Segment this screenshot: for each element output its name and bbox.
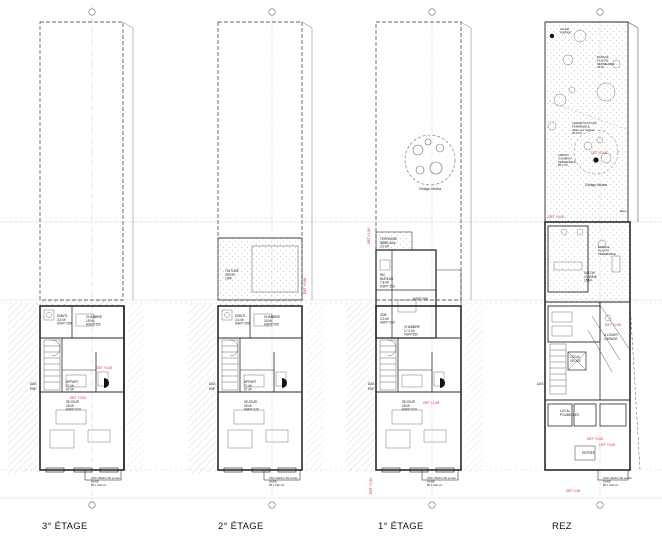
- building-outline: [39, 305, 125, 471]
- building-outline: [217, 305, 303, 471]
- plan-1er-etage: [346, 6, 483, 509]
- staircase: [221, 339, 239, 391]
- side-label: ENF: [30, 387, 36, 391]
- level-marker: DET +1,80: [367, 228, 371, 244]
- plan-2e-etage: [188, 6, 324, 509]
- furniture: [551, 228, 621, 337]
- level-marker: DET +3,00: [96, 366, 112, 370]
- tree-symbol: [404, 134, 456, 186]
- staircase: [43, 339, 61, 391]
- green-roof: [217, 237, 303, 301]
- level-marker: DET +0,00: [591, 151, 607, 155]
- furniture: [221, 309, 289, 449]
- level-marker: DET +1,80: [369, 478, 373, 494]
- neighbour-hatch-left: [8, 303, 38, 473]
- plan-rez: [544, 6, 641, 509]
- side-label: DAS: [209, 382, 216, 386]
- level-marker: DET +1,89: [423, 401, 439, 405]
- staircase: [379, 339, 397, 391]
- side-label: DAS: [368, 382, 375, 386]
- plan-title-1er-etage: 1° ÉTAGE: [378, 521, 424, 532]
- building-outline: [375, 305, 462, 471]
- plan-title-2e-etage: 2° ÉTAGE: [218, 521, 264, 532]
- side-label: ENF: [368, 387, 374, 391]
- neighbour-hatch-right: [127, 303, 145, 473]
- axis-marker: [268, 6, 276, 509]
- level-marker: DET +0,00: [599, 443, 615, 447]
- plan-3e-etage: [8, 6, 145, 509]
- side-label: DAS: [537, 382, 544, 386]
- plan-title-rez: REZ: [552, 521, 572, 532]
- level-marker: DET +0,02: [587, 437, 603, 441]
- room-label: ENTRÉE: [582, 450, 595, 455]
- level-marker: DET 0,00: [566, 489, 580, 493]
- garden-label: Banc: [620, 209, 627, 213]
- staircase: [549, 343, 567, 395]
- lot-outline: [375, 21, 462, 301]
- tree-label: Ginkgo biloba: [585, 183, 607, 187]
- tree-label: Ginkgo biloba: [419, 187, 441, 191]
- furniture: [379, 259, 447, 449]
- axis-marker: [88, 6, 96, 509]
- lot-outline: [39, 21, 124, 301]
- side-label: DAS: [30, 382, 37, 386]
- garden-plants: [547, 29, 621, 175]
- axis-marker: [428, 6, 436, 509]
- level-marker: DET +2,61: [70, 396, 86, 400]
- plan-title-3e-etage: 3° ÉTAGE: [42, 521, 88, 532]
- side-label: ENF: [209, 387, 215, 391]
- level-marker: DET +0,00: [548, 215, 564, 219]
- room-label: HSFP 285: [413, 297, 428, 301]
- furniture: [43, 309, 111, 449]
- level-marker: DET +5,68: [303, 278, 307, 294]
- level-marker: DET +0,30: [605, 323, 621, 327]
